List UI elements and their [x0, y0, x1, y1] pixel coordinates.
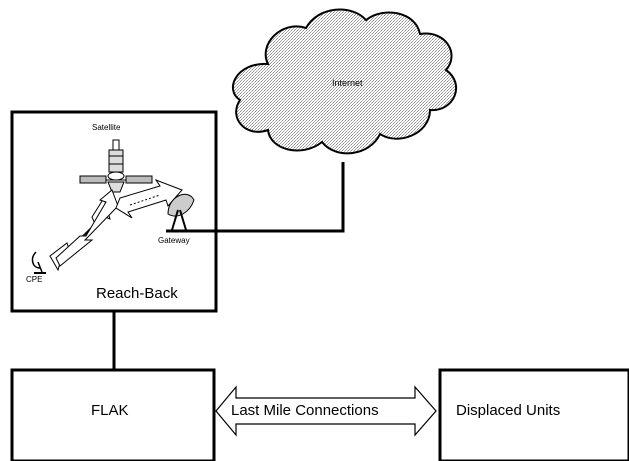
displaced-units-label: Displaced Units	[456, 402, 561, 419]
cpe-link-arrow-outline	[55, 189, 119, 267]
flak-box	[10, 368, 216, 461]
gateway-dish-icon	[166, 193, 195, 233]
cloud-to-gateway-line	[190, 162, 345, 233]
last-mile-label: Last Mile Connections	[231, 402, 379, 419]
reach-back-label: Reach-Back	[96, 285, 178, 302]
satellite-icon	[79, 139, 153, 193]
internet-label: Internet	[332, 78, 363, 88]
internet-cloud	[231, 8, 458, 155]
last-mile-double-arrow	[215, 385, 437, 437]
flak-label: FLAK	[91, 402, 129, 419]
cpe-dish-icon	[31, 251, 46, 274]
gateway-label: Gateway	[158, 236, 190, 245]
cpe-label: CPE	[26, 275, 43, 284]
satellite-label: Satellite	[92, 123, 121, 132]
gateway-link-dashes	[129, 194, 161, 206]
displaced-units-box	[438, 368, 629, 461]
gateway-link-arrow	[115, 178, 183, 219]
